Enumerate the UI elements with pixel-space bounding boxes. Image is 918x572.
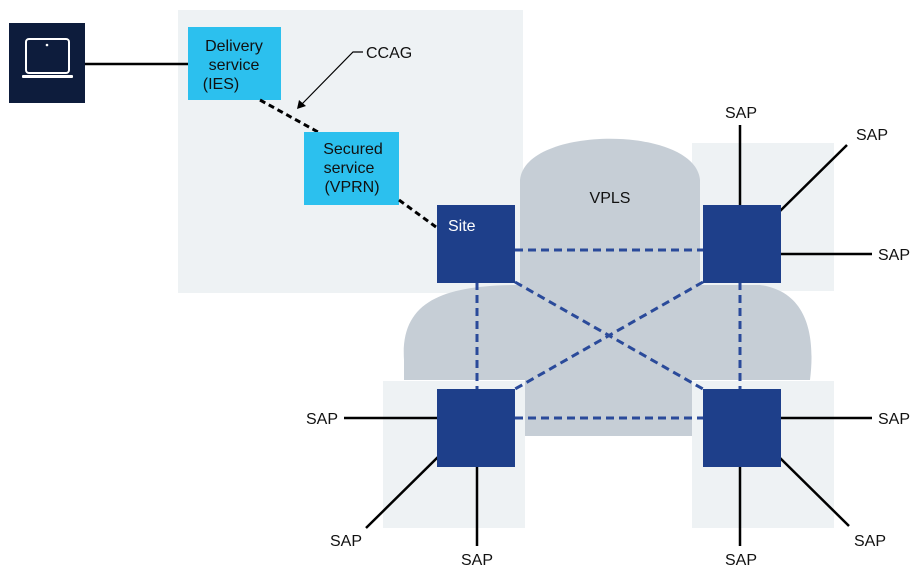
- delivery-service-label-line2: service: [209, 57, 260, 74]
- site-node: [437, 205, 515, 283]
- secured-service-label-line3: (VPRN): [324, 179, 379, 196]
- sap-label-bottom-left-diagonal: SAP: [330, 533, 362, 550]
- sap-link-tr-diagonal: [776, 144, 848, 215]
- delivery-service-label-line3: (IES): [203, 76, 239, 93]
- sap-link-br-diagonal: [776, 454, 850, 527]
- ccag-pointer-arrowhead: [297, 100, 306, 109]
- vpls-cloud: [403, 138, 812, 436]
- secured-service-label-line1: Secured: [323, 141, 383, 158]
- vpls-label: VPLS: [590, 190, 631, 207]
- ccag-label: CCAG: [366, 45, 412, 62]
- ccag-link: [259, 98, 319, 134]
- bottom-right-node: [703, 389, 781, 467]
- top-right-node: [703, 205, 781, 283]
- site-label: Site: [448, 218, 476, 235]
- secured-service-box: [304, 132, 399, 205]
- secured-to-site-link: [398, 198, 437, 229]
- sap-label-top-right-right: SAP: [878, 247, 910, 264]
- vpls-mesh-links: [475, 248, 742, 420]
- delivery-service-label-line1: Delivery: [205, 38, 263, 55]
- sap-link-bl-diagonal: [365, 454, 441, 529]
- mesh-link-diagonal-b: [514, 280, 704, 391]
- bottom-left-node: [437, 389, 515, 467]
- sap-label-bottom-right-right: SAP: [878, 411, 910, 428]
- sap-label-bottom-right-down: SAP: [725, 552, 757, 569]
- sap-label-bottom-left-left: SAP: [306, 411, 338, 428]
- ccag-pointer-line: [301, 51, 363, 105]
- sap-label-bottom-left-down: SAP: [461, 552, 493, 569]
- sap-label-bottom-right-diagonal: SAP: [854, 533, 886, 550]
- sap-label-top-right-up: SAP: [725, 105, 757, 122]
- delivery-service-box: [188, 27, 281, 100]
- laptop-icon: [9, 23, 85, 103]
- secured-service-label-line2: service: [324, 160, 375, 177]
- sap-links: [344, 125, 872, 546]
- sap-label-top-right-diagonal: SAP: [856, 127, 888, 144]
